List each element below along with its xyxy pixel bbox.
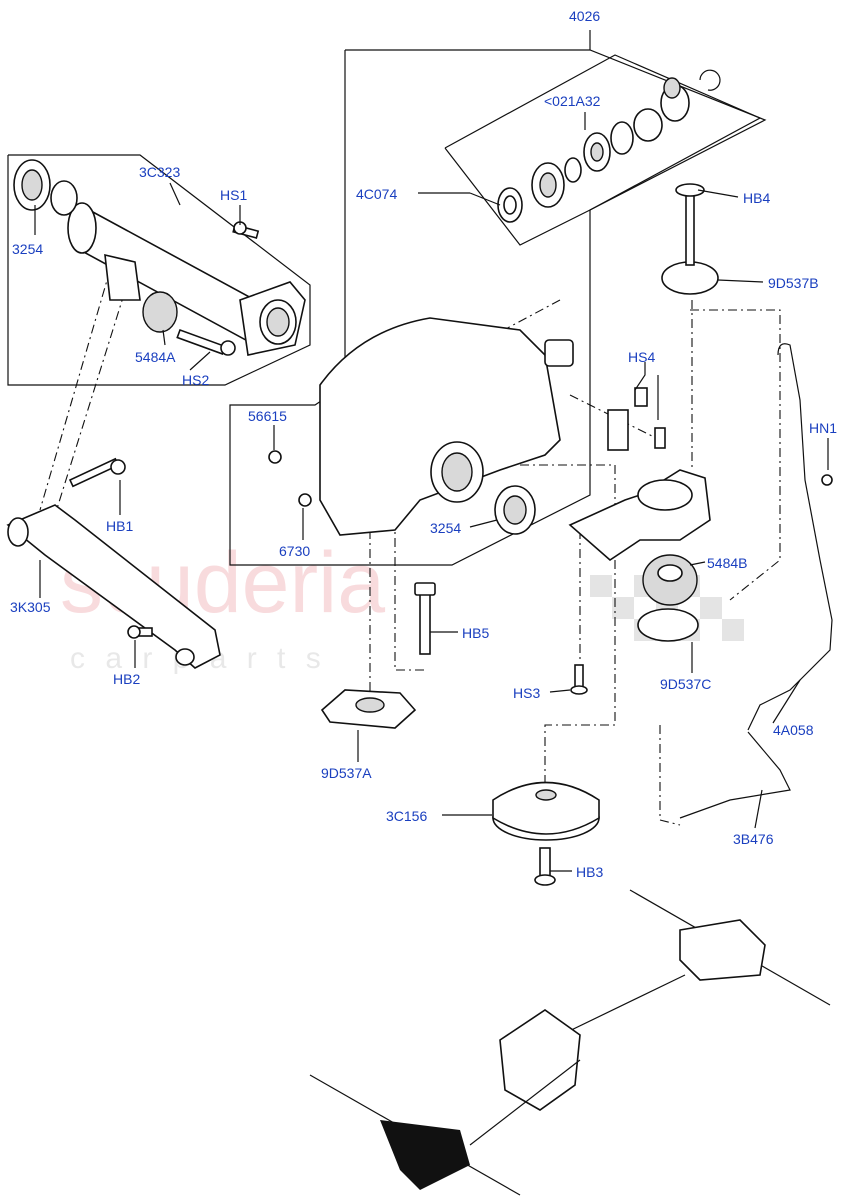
label-3254-right: 3254 — [430, 520, 461, 536]
driveline-overview — [309, 889, 831, 1196]
label-hn1: HN1 — [809, 420, 837, 436]
label-hb1: HB1 — [106, 518, 133, 534]
leader-lines — [39, 269, 781, 826]
mount-9d537a — [320, 689, 417, 729]
label-hs2: HS2 — [182, 372, 209, 388]
label-56615: 56615 — [248, 408, 287, 424]
label-021a32: <021A32 — [544, 93, 601, 109]
label-hb4: HB4 — [743, 190, 770, 206]
bearing-seal-stack — [497, 69, 721, 223]
label-4a058: 4A058 — [773, 722, 814, 738]
label-hb5: HB5 — [462, 625, 489, 641]
callout-labels: 4026 <021A32 4C074 3C323 HS1 3254 5484A … — [10, 8, 837, 880]
label-3254-left: 3254 — [12, 241, 43, 257]
label-3c156: 3C156 — [386, 808, 427, 824]
tube-housing — [13, 159, 306, 356]
label-3k305: 3K305 — [10, 599, 51, 615]
label-hs1: HS1 — [220, 187, 247, 203]
crossmember — [6, 457, 221, 669]
label-3b476: 3B476 — [733, 831, 774, 847]
label-5484a: 5484A — [135, 349, 176, 365]
differential-housing — [268, 317, 574, 536]
damper-3c156 — [492, 781, 600, 886]
label-9d537b: 9D537B — [768, 275, 819, 291]
label-hs4: HS4 — [628, 349, 655, 365]
label-9d537a: 9D537A — [321, 765, 372, 781]
label-6730: 6730 — [279, 543, 310, 559]
callout-leaders — [34, 112, 829, 872]
mount-9d537b — [661, 183, 719, 295]
label-5484b: 5484B — [707, 555, 747, 571]
label-3c323: 3C323 — [139, 164, 180, 180]
label-hs3: HS3 — [513, 685, 540, 701]
label-hb2: HB2 — [113, 671, 140, 687]
label-9d537c: 9D537C — [660, 676, 711, 692]
label-4c074: 4C074 — [356, 186, 397, 202]
fasteners — [414, 582, 588, 695]
label-hb3: HB3 — [576, 864, 603, 880]
mount-bracket — [568, 387, 711, 642]
label-4026: 4026 — [569, 8, 600, 24]
vent-pipe — [679, 343, 833, 819]
